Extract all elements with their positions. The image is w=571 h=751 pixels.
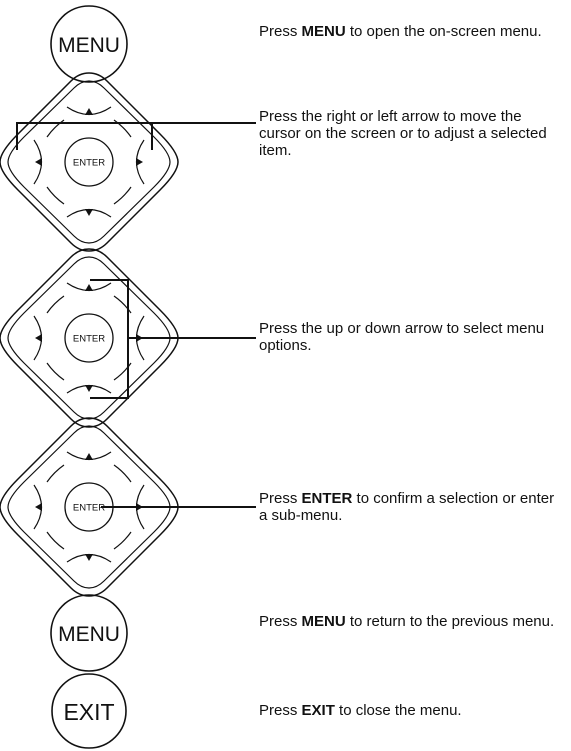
exit-button[interactable]: EXIT bbox=[51, 673, 127, 749]
key-menu: MENU bbox=[301, 613, 346, 630]
menu-button-label: MENU bbox=[58, 623, 120, 646]
down-arrow-icon[interactable] bbox=[85, 209, 93, 216]
enter-button-label: ENTER bbox=[73, 503, 105, 514]
dpad-up-down: ENTER bbox=[0, 248, 179, 428]
key-menu: MENU bbox=[301, 23, 346, 40]
caption-left-right: Press the right or left arrow to move th… bbox=[259, 108, 547, 159]
right-arrow-icon[interactable] bbox=[136, 158, 143, 166]
left-arrow-icon[interactable] bbox=[35, 158, 42, 166]
down-arrow-icon[interactable] bbox=[85, 385, 93, 392]
menu-button-open[interactable]: MENU bbox=[50, 5, 128, 83]
left-arrow-icon[interactable] bbox=[35, 334, 42, 342]
left-arrow-icon[interactable] bbox=[35, 503, 42, 511]
caption-open-menu: Press MENU to open the on-screen menu. bbox=[259, 23, 542, 40]
enter-button-label: ENTER bbox=[73, 334, 105, 345]
up-arrow-icon[interactable] bbox=[85, 453, 93, 460]
key-enter: ENTER bbox=[301, 490, 353, 507]
up-arrow-icon[interactable] bbox=[85, 284, 93, 291]
caption-exit: Press EXIT to close the menu. bbox=[259, 702, 462, 719]
menu-button-label: MENU bbox=[58, 34, 120, 57]
menu-button-return[interactable]: MENU bbox=[50, 594, 128, 672]
caption-up-down: Press the up or down arrow to select men… bbox=[259, 320, 545, 354]
up-arrow-icon[interactable] bbox=[85, 108, 93, 115]
caption-return-menu: Press MENU to return to the previous men… bbox=[259, 613, 555, 630]
down-arrow-icon[interactable] bbox=[85, 554, 93, 561]
dpad-left-right: ENTER bbox=[0, 72, 179, 252]
key-exit: EXIT bbox=[301, 702, 335, 719]
enter-button-label: ENTER bbox=[73, 158, 105, 169]
leftright-bracket bbox=[16, 122, 153, 150]
exit-button-label: EXIT bbox=[63, 699, 114, 725]
caption-enter: Press ENTER to confirm a selection or en… bbox=[259, 490, 555, 524]
